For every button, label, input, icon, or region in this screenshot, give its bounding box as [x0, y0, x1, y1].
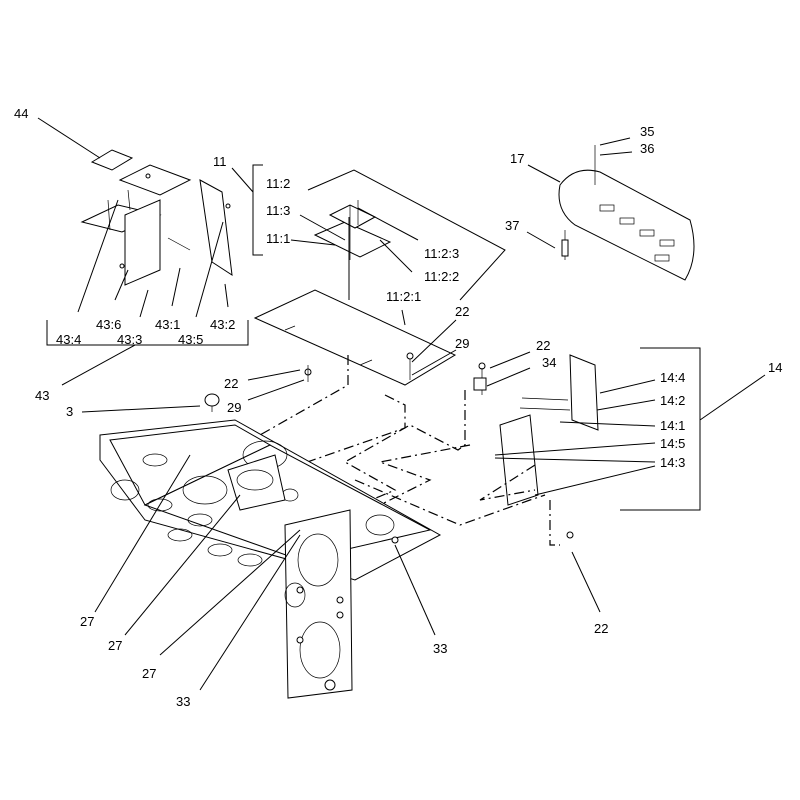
- callout-11-3: 11:3: [266, 203, 290, 218]
- callout-43-3: 43:3: [117, 332, 142, 347]
- callout-11-2-1: 11:2:1: [386, 289, 421, 304]
- callout-35: 35: [640, 124, 654, 139]
- callout-33-a: 33: [433, 641, 447, 656]
- callout-11-1: 11:1: [266, 231, 290, 246]
- callout-44: 44: [14, 106, 28, 121]
- callout-14: 14: [768, 360, 782, 375]
- callout-43-1: 43:1: [155, 317, 180, 332]
- callout-14-2: 14:2: [660, 393, 685, 408]
- callout-43-6: 43:6: [96, 317, 121, 332]
- callout-29-left: 29: [227, 400, 241, 415]
- callout-27-c: 27: [142, 666, 156, 681]
- part-main-frame: [99, 419, 442, 699]
- callout-34: 34: [542, 355, 556, 370]
- callout-3: 3: [66, 404, 73, 419]
- callout-11: 11: [213, 154, 227, 169]
- part-43-bracket-assembly: [80, 164, 233, 286]
- callout-43: 43: [35, 388, 49, 403]
- callout-29-mid: 29: [455, 336, 469, 351]
- callout-22-left: 22: [224, 376, 238, 391]
- callout-17: 17: [510, 151, 524, 166]
- callout-33-b: 33: [176, 694, 190, 709]
- callout-22-bottom: 22: [594, 621, 608, 636]
- part-3-knob: [204, 393, 220, 412]
- callout-11-2: 11:2: [266, 176, 290, 191]
- callout-43-5: 43:5: [178, 332, 203, 347]
- callout-37: 37: [505, 218, 519, 233]
- callout-14-1: 14:1: [660, 418, 685, 433]
- callout-14-3: 14:3: [660, 455, 685, 470]
- part-44-shim: [90, 149, 134, 171]
- callout-14-4: 14:4: [660, 370, 685, 385]
- part-14-bracket: [499, 354, 599, 506]
- callout-14-5: 14:5: [660, 436, 685, 451]
- part-17-cover: [558, 169, 695, 281]
- callout-11-2-2: 11:2:2: [424, 269, 459, 284]
- callout-22-mid: 22: [455, 304, 469, 319]
- callout-11-2-3: 11:2:3: [424, 246, 459, 261]
- callout-22-right: 22: [536, 338, 550, 353]
- callout-36: 36: [640, 141, 654, 156]
- callout-43-2: 43:2: [210, 317, 235, 332]
- part-11-plate: [253, 289, 457, 386]
- callout-27-a: 27: [80, 614, 94, 629]
- callout-43-4: 43:4: [56, 332, 81, 347]
- callout-27-b: 27: [108, 638, 122, 653]
